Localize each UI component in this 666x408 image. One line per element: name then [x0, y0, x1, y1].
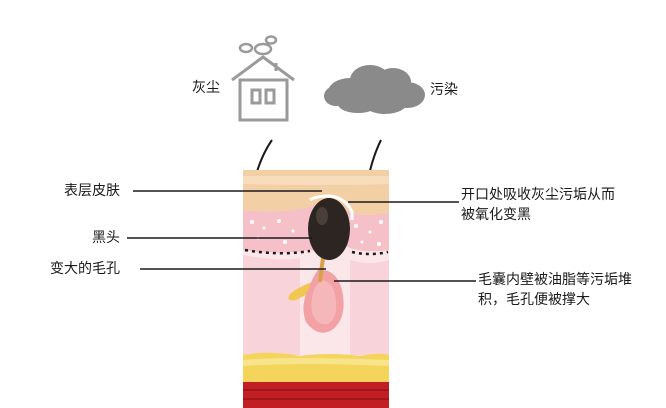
skin-cross-section — [243, 170, 389, 408]
blackhead-label: 黑头 — [92, 230, 120, 246]
cloud-icon — [324, 65, 425, 114]
dust-smoke-icon — [238, 35, 278, 56]
pollution-label: 污染 — [430, 82, 458, 98]
enlarged-pore-label: 变大的毛孔 — [50, 261, 120, 277]
skin-surface-label: 表层皮肤 — [64, 183, 120, 199]
dust-label: 灰尘 — [192, 80, 220, 96]
blackhead — [308, 194, 354, 260]
follicle-label: 毛囊内壁被油脂等污垢堆积，毛孔便被撑大 — [478, 272, 632, 308]
opening-label: 开口处吸收灰尘污垢从而被氧化变黑 — [461, 187, 615, 223]
house-with-smoke-icon — [231, 55, 295, 122]
